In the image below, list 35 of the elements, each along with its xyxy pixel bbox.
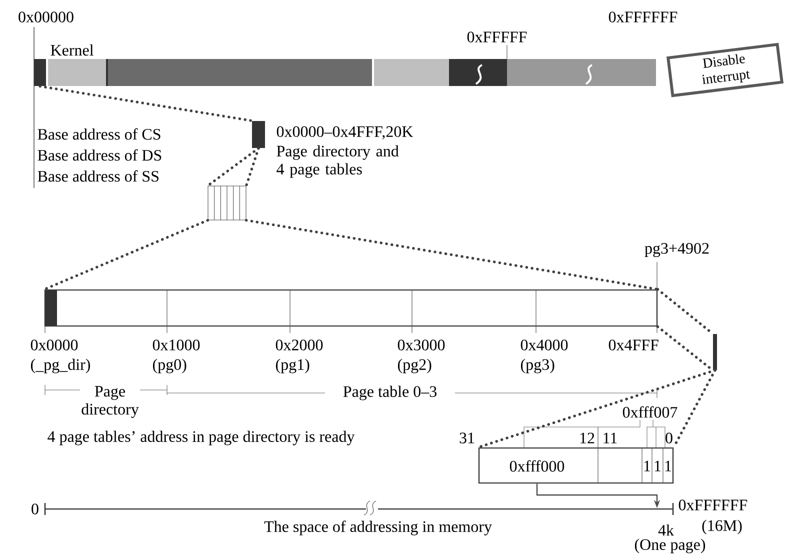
node-caption: Page directory and 4 page tables (276, 145, 399, 178)
address-label: 0x00000 (18, 12, 74, 22)
node-caption: 0x0000–0x4FFF,20K (276, 126, 414, 140)
address-label: 4k (658, 524, 674, 536)
address-label: 0xfff007 (622, 406, 678, 418)
note-text: 4 page tables’ address in page directory is ready (48, 430, 355, 446)
table-name: (_pg_dir) (30, 358, 90, 374)
address-label: 0xFFFFF (467, 32, 527, 42)
memory-start-segment (34, 59, 46, 86)
address-label: 0 (32, 504, 38, 514)
address-label: pg3+4902 (644, 242, 709, 258)
address-label: 0x0000 (30, 340, 78, 350)
dimension-label: Page table 0–3 (343, 386, 436, 400)
table-name: (pg2) (398, 358, 432, 374)
address-label: (One page) (634, 538, 706, 554)
zoom-line (477, 368, 716, 449)
dimension-label: Page directory (82, 386, 139, 418)
table-name: (pg1) (276, 358, 310, 374)
axis-caption: The space of addressing in memory (264, 520, 492, 536)
address-label: 0x4FFF (608, 340, 658, 350)
bit-number: 31 (460, 432, 474, 444)
address-label: (16M) (702, 520, 742, 534)
table-name: (pg3) (520, 358, 554, 374)
segment-label: Kernel (50, 44, 94, 56)
base-address-label: Base address of CS (38, 128, 160, 140)
address-label: 0xFFFFFF (608, 12, 678, 22)
base-address-label: Base address of DS (38, 149, 162, 161)
base-address-label: Base address of SS (38, 170, 158, 182)
zoom-line (38, 84, 254, 122)
address-label: 0xFFFFFF (678, 500, 748, 510)
table-name: (pg0) (152, 358, 186, 374)
page-table-stack (208, 186, 246, 220)
zoom-line (206, 146, 260, 188)
entry-marker-bar (713, 334, 717, 370)
zoom-line (43, 218, 210, 291)
